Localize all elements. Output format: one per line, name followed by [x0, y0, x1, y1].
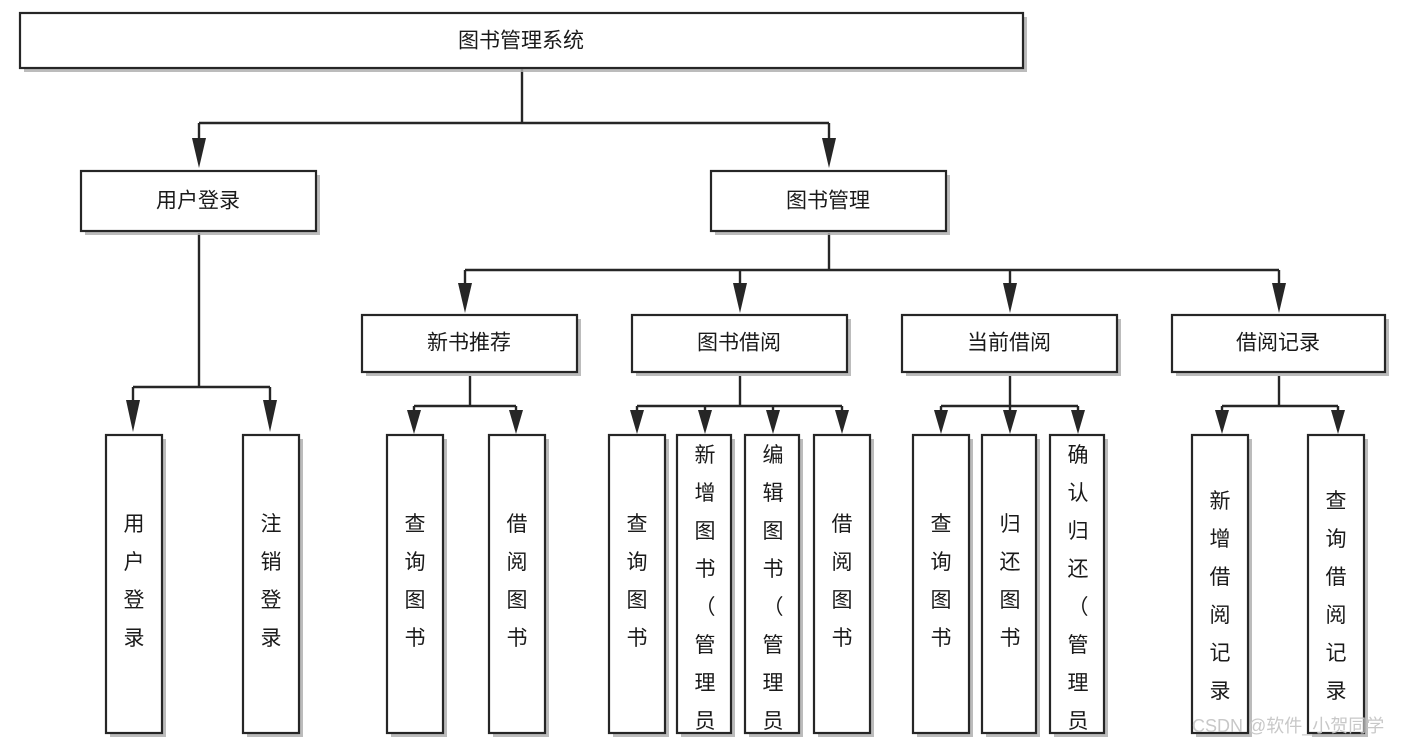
leaf-logout-login[interactable]: 注销登录 [241, 433, 303, 737]
arrow-bm-to-bookborrow-icon [733, 283, 747, 313]
node-book-manage[interactable]: 图书管理 [709, 169, 950, 235]
leaf-query-books-1[interactable]: 查询图书 [385, 433, 447, 737]
node-book-borrow[interactable]: 图书借阅 [630, 313, 851, 376]
arrow-bookborrow-leaf3-icon [766, 410, 780, 434]
node-current-borrow-rect [900, 313, 1119, 374]
leaf-user-login-label: 用户登录 [124, 513, 145, 650]
arrow-bookborrow-leaf4-icon [835, 410, 849, 434]
node-borrow-record[interactable]: 借阅记录 [1170, 313, 1389, 376]
arrow-userlogin-leaf2-icon [263, 400, 277, 432]
arrow-root-to-userlogin-icon [192, 138, 206, 168]
arrow-currentborrow-leaf3-icon [1071, 410, 1085, 434]
node-book-manage-rect [709, 169, 948, 233]
arrow-newbook-leaf2-icon [509, 410, 523, 434]
leaf-query-borrow-record-label: 查询借阅记录 [1326, 490, 1347, 703]
leaf-borrow-books-2[interactable]: 借阅图书 [812, 433, 874, 737]
arrow-borrowrecord-leaf1-icon [1215, 410, 1229, 434]
leaf-add-borrow-record[interactable]: 新增借阅记录 [1190, 433, 1252, 737]
node-current-borrow[interactable]: 当前借阅 [900, 313, 1121, 376]
arrow-bookborrow-leaf2-icon [698, 410, 712, 434]
leaf-borrow-books-1[interactable]: 借阅图书 [487, 433, 549, 737]
leaf-add-book-admin[interactable]: 新增图书（管理员） [675, 433, 735, 747]
leaf-borrow-books-2-label: 借阅图书 [832, 513, 853, 650]
node-user-login-label: 用户登录 [156, 190, 240, 213]
leaf-confirm-return-admin-rect [1048, 433, 1106, 735]
leaf-query-books-3-rect [911, 433, 971, 735]
node-user-login-rect [79, 169, 318, 233]
arrow-bm-to-currentborrow-icon [1003, 283, 1017, 313]
arrow-root-to-bookmanage-icon [822, 138, 836, 168]
leaf-edit-book-admin-label: 编辑图书（管理员） [763, 444, 784, 747]
leaf-confirm-return-admin[interactable]: 确认归还（管理员） [1048, 433, 1108, 747]
node-current-borrow-label: 当前借阅 [967, 332, 1051, 355]
arrow-currentborrow-leaf1-icon [934, 410, 948, 434]
leaf-query-books-3[interactable]: 查询图书 [911, 433, 973, 737]
arrow-userlogin-leaf1-icon [126, 400, 140, 432]
leaf-add-borrow-record-label: 新增借阅记录 [1210, 490, 1231, 703]
csdn-watermark: CSDN @软件_小贺同学 [1192, 716, 1384, 737]
leaf-query-borrow-record[interactable]: 查询借阅记录 [1306, 433, 1368, 737]
leaf-query-books-3-label: 查询图书 [931, 513, 952, 650]
node-book-borrow-label: 图书借阅 [697, 332, 781, 355]
arrow-bm-to-borrowrecord-icon [1272, 283, 1286, 313]
leaf-query-books-2-label: 查询图书 [627, 513, 648, 650]
leaf-logout-login-label: 注销登录 [261, 513, 282, 650]
leaf-user-login[interactable]: 用户登录 [104, 433, 166, 737]
leaf-logout-login-rect [241, 433, 301, 735]
arrow-bookborrow-leaf1-icon [630, 410, 644, 434]
node-root[interactable]: 图书管理系统 [18, 11, 1027, 72]
node-new-book-recommend-rect [360, 313, 579, 374]
leaf-add-book-admin-rect [675, 433, 733, 735]
leaf-return-books-rect [980, 433, 1038, 735]
node-borrow-record-rect [1170, 313, 1387, 374]
leaf-add-borrow-record-rect [1190, 433, 1250, 735]
leaf-edit-book-admin-rect [743, 433, 801, 735]
node-root-rect [18, 11, 1025, 70]
leaf-return-books[interactable]: 归还图书 [980, 433, 1040, 737]
leaf-query-books-1-rect [385, 433, 445, 735]
node-new-book-recommend[interactable]: 新书推荐 [360, 313, 581, 376]
node-root-label: 图书管理系统 [458, 30, 584, 53]
leaf-query-borrow-record-rect [1306, 433, 1366, 735]
leaf-return-books-label: 归还图书 [1000, 513, 1021, 650]
arrow-currentborrow-leaf2-icon [1003, 410, 1017, 434]
node-book-borrow-rect [630, 313, 849, 374]
leaf-user-login-rect [104, 433, 164, 735]
arrow-newbook-leaf1-icon [407, 410, 421, 434]
leaf-confirm-return-admin-label: 确认归还（管理员） [1068, 444, 1089, 747]
arrow-borrowrecord-leaf2-icon [1331, 410, 1345, 434]
leaf-borrow-books-1-label: 借阅图书 [507, 513, 528, 650]
leaf-query-books-2[interactable]: 查询图书 [607, 433, 669, 737]
leaf-borrow-books-2-rect [812, 433, 872, 735]
leaf-query-books-2-rect [607, 433, 667, 735]
leaf-borrow-books-1-rect [487, 433, 547, 735]
connector-layer [126, 69, 1345, 434]
leaf-query-books-1-label: 查询图书 [405, 513, 426, 650]
leaf-add-book-admin-label: 新增图书（管理员） [695, 444, 716, 747]
node-new-book-recommend-label: 新书推荐 [427, 332, 511, 355]
leaf-edit-book-admin[interactable]: 编辑图书（管理员） [743, 433, 803, 747]
arrow-bm-to-newbook-icon [458, 283, 472, 313]
node-borrow-record-label: 借阅记录 [1236, 332, 1320, 355]
node-user-login[interactable]: 用户登录 [79, 169, 320, 235]
node-book-manage-label: 图书管理 [786, 190, 870, 213]
